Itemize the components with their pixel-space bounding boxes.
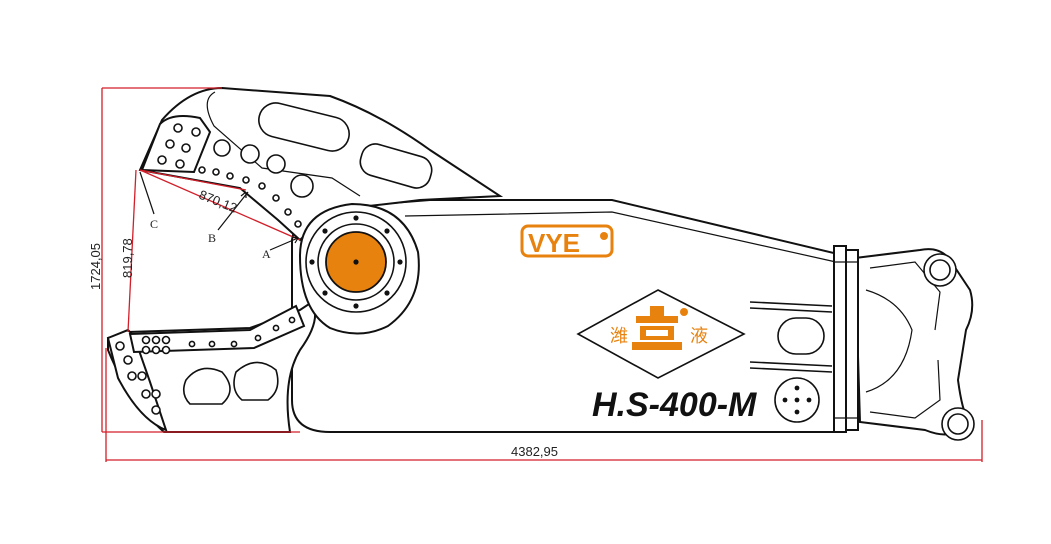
vye-logo-text: VYE — [528, 228, 580, 258]
overall-length-label: 4382,95 — [511, 444, 558, 459]
vye-logo: VYE — [520, 224, 614, 258]
pivot-bolt-circle — [309, 215, 403, 309]
flange-plate-left — [833, 245, 847, 433]
rotation-motor — [774, 377, 820, 423]
upper-jaw — [138, 86, 504, 242]
main-pivot-assembly — [298, 202, 420, 335]
lower-jaw — [106, 300, 316, 433]
jaw-opening-label: 819,78 — [120, 238, 135, 278]
overall-height-label: 1724,05 — [88, 243, 103, 290]
emblem-char-left: 潍 — [610, 326, 628, 347]
flange-plate-right — [845, 249, 859, 431]
upper-jaw-slot — [258, 102, 350, 152]
emblem-char-right: 液 — [690, 326, 708, 347]
point-b-label: B — [208, 231, 216, 245]
dimension-lines — [101, 87, 983, 462]
emblem-symbol — [632, 306, 688, 350]
lower-blade-insert — [106, 328, 168, 432]
side-rails — [749, 301, 833, 373]
model-label: H.S-400-M — [592, 386, 757, 424]
blade-length-label: 870,12 — [197, 187, 239, 216]
company-emblem: 潍 液 — [576, 289, 746, 379]
body-slot — [777, 317, 825, 355]
rear-mount-frame — [833, 245, 975, 441]
point-leaders — [139, 171, 299, 251]
point-a-label: A — [262, 247, 271, 261]
point-c-label: C — [150, 217, 158, 231]
